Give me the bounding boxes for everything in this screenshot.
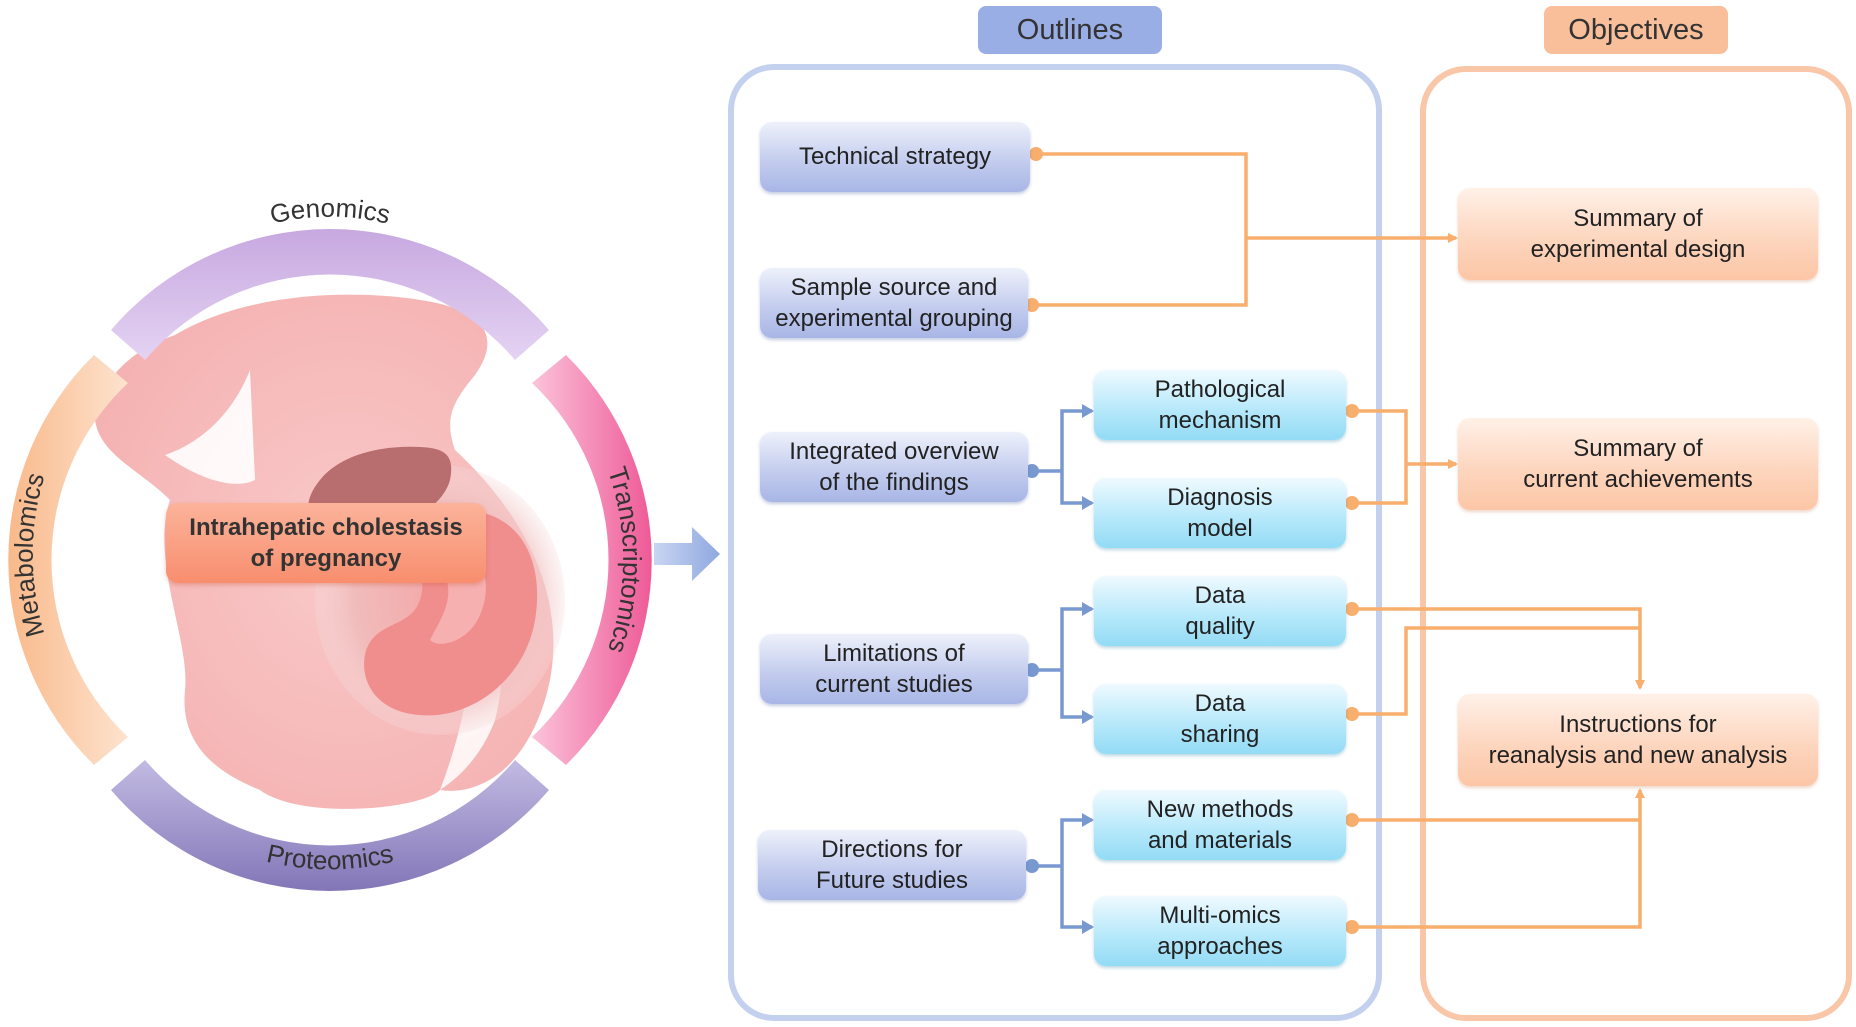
technical-strategy-box: Technical strategy — [760, 122, 1030, 192]
data-sharing-box: Data sharing — [1094, 684, 1346, 754]
transcriptomics-arc — [532, 355, 652, 765]
instructions-box: Instructions for reanalysis and new anal… — [1458, 694, 1818, 786]
pathological-mechanism-box: Pathological mechanism — [1094, 370, 1346, 440]
proteomics-arc — [111, 760, 549, 891]
directions-box: Directions for Future studies — [758, 830, 1026, 900]
experimental-design-box: Summary of experimental design — [1458, 188, 1818, 280]
diagnosis-model-box: Diagnosis model — [1094, 478, 1346, 548]
limitations-box: Limitations of current studies — [760, 634, 1028, 704]
flow-arrow-icon — [654, 527, 720, 581]
icp-topic-label: Intrahepatic cholestasis of pregnancy — [166, 503, 486, 583]
integrated-overview-box: Integrated overview of the findings — [760, 432, 1028, 502]
objectives-header: Objectives — [1544, 6, 1728, 54]
metabolomics-arc — [8, 355, 129, 765]
data-quality-box: Data quality — [1094, 576, 1346, 646]
genomics-arc — [111, 229, 549, 360]
current-achievements-box: Summary of current achievements — [1458, 418, 1818, 510]
sample-source-box: Sample source and experimental grouping — [760, 268, 1028, 338]
multi-omics-box: Multi-omics approaches — [1094, 896, 1346, 966]
new-methods-box: New methods and materials — [1094, 790, 1346, 860]
icp-illustration: Genomics Transcriptomics Proteomics Meta… — [8, 193, 652, 891]
outlines-header: Outlines — [978, 6, 1162, 54]
